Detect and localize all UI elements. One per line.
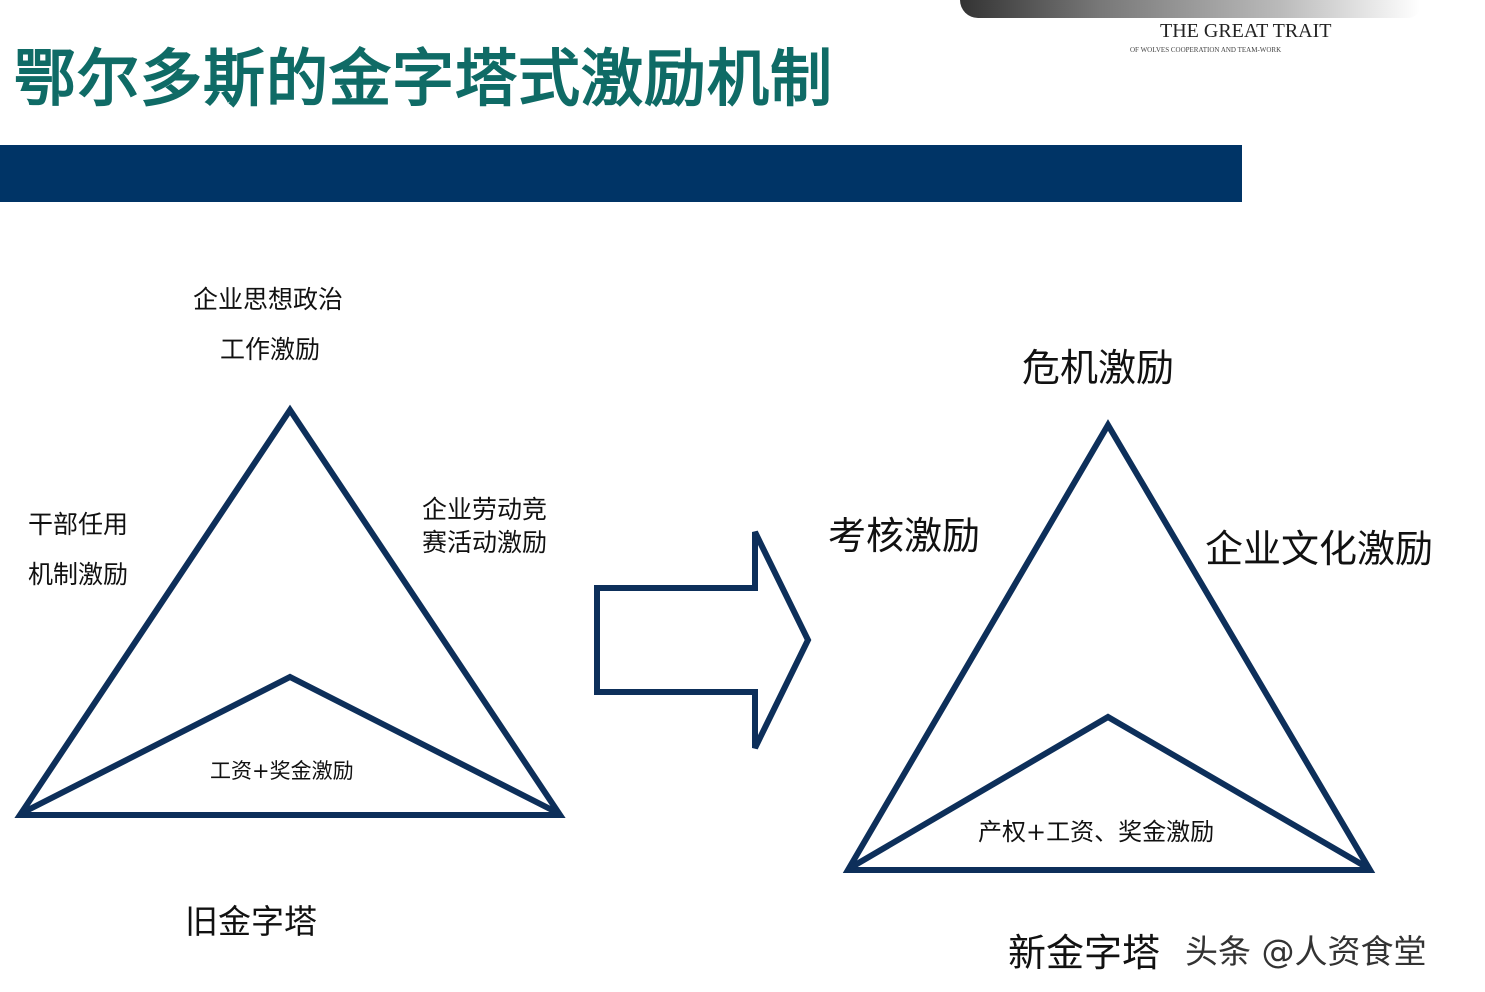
old-base-label: 工资+奖金激励	[210, 759, 354, 783]
new-inner-triangle	[848, 713, 1370, 871]
old-right-label-2: 赛活动激励	[422, 528, 548, 557]
old-left-label-2: 机制激励	[28, 560, 129, 589]
new-base-label: 产权+工资、奖金激励	[978, 818, 1215, 846]
old-top-label-2: 工作激励	[220, 335, 321, 364]
old-pyramid-caption: 旧金字塔	[185, 902, 317, 941]
logo-subheading: OF WOLVES COOPERATION AND TEAM-WORK	[1130, 46, 1282, 54]
wolf-image	[960, 0, 1420, 18]
logo-heading: THE GREAT TRAIT	[1160, 20, 1332, 42]
old-left-label-1: 干部任用	[28, 510, 129, 539]
new-right-label: 企业文化激励	[1205, 527, 1434, 571]
old-right-label-1: 企业劳动竞	[422, 495, 548, 524]
watermark: 头条 @人资食堂	[1185, 932, 1427, 971]
new-top-label: 危机激励	[1022, 346, 1175, 390]
slide-title: 鄂尔多斯的金字塔式激励机制	[14, 42, 834, 115]
right-arrow-icon	[594, 530, 812, 750]
old-outer-triangle	[14, 404, 566, 818]
old-top-label-1: 企业思想政治	[193, 285, 344, 314]
new-outer-triangle	[842, 419, 1376, 873]
new-left-label: 考核激励	[828, 514, 981, 558]
header-bar	[0, 145, 1242, 202]
wolf-logo-banner: THE GREAT TRAIT OF WOLVES COOPERATION AN…	[960, 0, 1485, 95]
new-pyramid-caption: 新金字塔	[1008, 931, 1161, 975]
old-inner-triangle	[20, 673, 560, 816]
